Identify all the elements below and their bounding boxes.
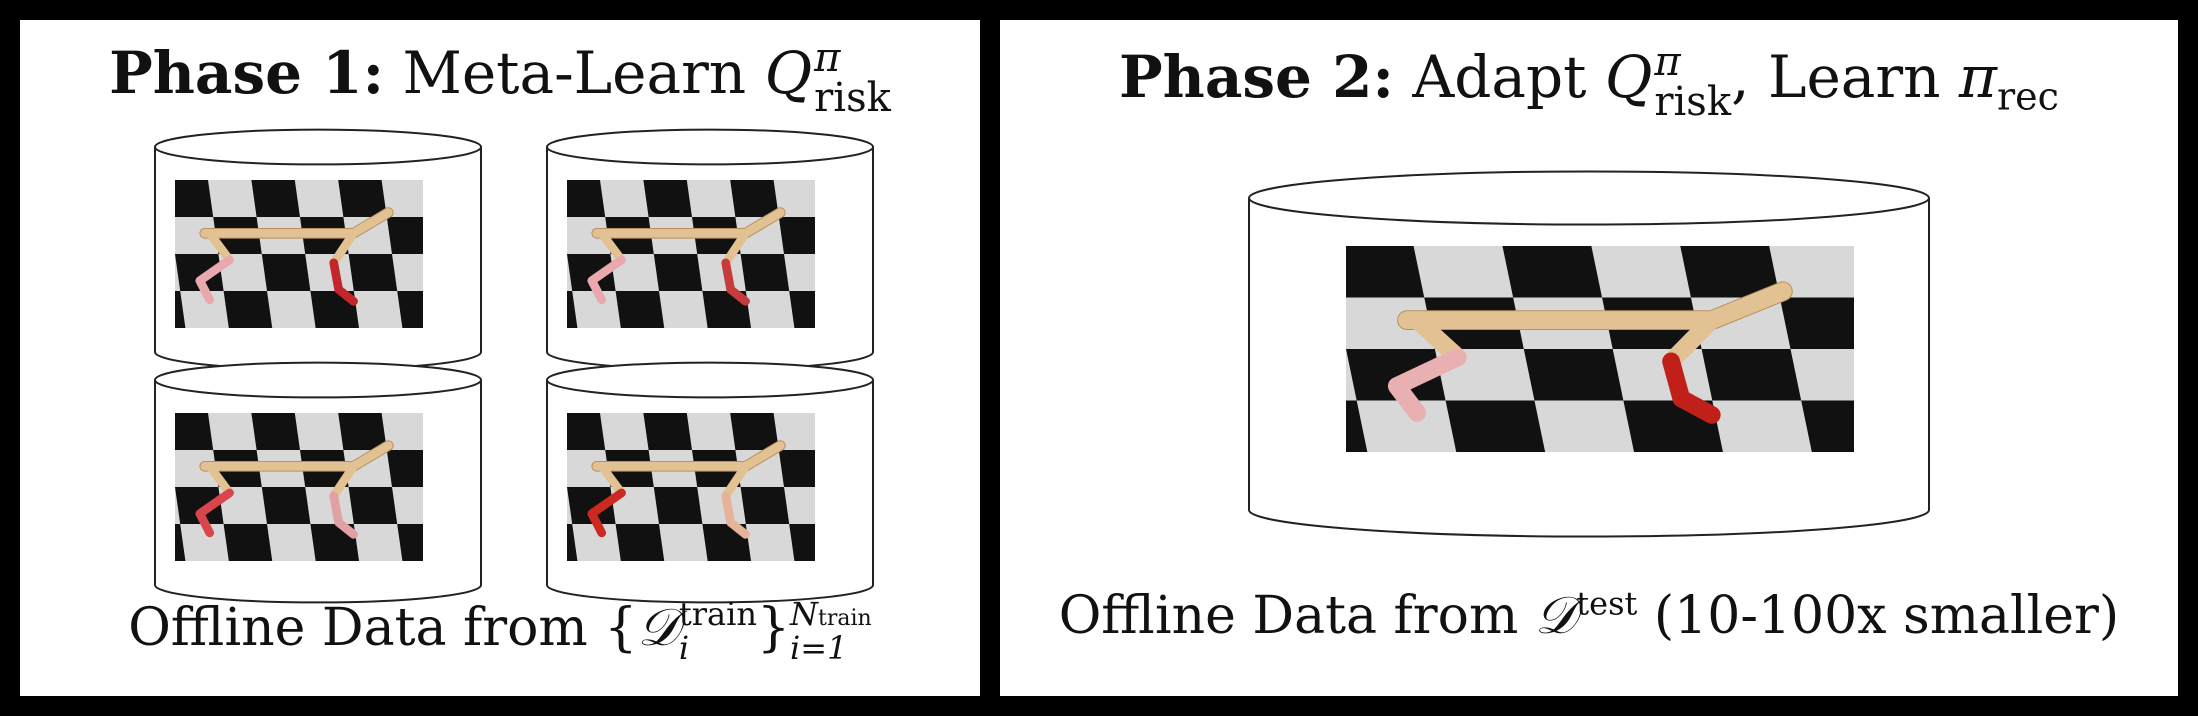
phase1-scene-4	[567, 413, 815, 561]
phase2-dataset-symbol: 𝒟	[1534, 586, 1577, 646]
phase1-cylinder-top-1	[154, 128, 482, 166]
phase1-q-symbol: Q	[764, 39, 813, 108]
phase1-scene-2	[567, 180, 815, 328]
phase2-caption-text: Offline Data from	[1058, 586, 1519, 646]
phase2-title-text: Adapt	[1412, 43, 1587, 112]
phase1-q-sup: π	[814, 35, 841, 81]
phase2-scene-1	[1346, 246, 1854, 452]
phase1-dataset-symbol: 𝒟	[637, 598, 679, 659]
phase2-pi-sub: rec	[1997, 74, 2059, 119]
phase2-title-sep: , Learn	[1731, 43, 1941, 112]
phase1-dataset-4	[546, 361, 874, 604]
phase1-dataset-1	[154, 128, 482, 371]
phase1-dataset-sup: train	[678, 595, 757, 633]
phase1-n-symbol: N	[790, 595, 819, 633]
phase1-cylinder-top-2	[546, 128, 874, 166]
phase2-label: Phase 2:	[1119, 43, 1394, 112]
phase1-dataset-3	[154, 361, 482, 604]
phase1-dataset-sub: i	[678, 628, 690, 667]
phase1-datasets	[154, 128, 874, 604]
phase2-pi-symbol: π	[1958, 43, 1998, 112]
phase2-dataset-1	[1248, 170, 1930, 538]
phase1-index-range: i=1	[790, 628, 848, 667]
phase2-caption: Offline Data from 𝒟test (10-100x smaller…	[1000, 586, 2178, 647]
phase2-dataset-sup: test	[1576, 584, 1638, 623]
phase1-brace-close: }	[756, 598, 791, 659]
phase1-cylinder-top-3	[154, 361, 482, 399]
phase2-q-symbol: Q	[1604, 43, 1653, 112]
phase2-cylinder-top-1	[1248, 170, 1930, 226]
phase2-caption-suffix: (10-100x smaller)	[1653, 586, 2120, 646]
phase1-title-text: Meta-Learn	[402, 39, 747, 108]
phase1-cylinder-top-4	[546, 361, 874, 399]
phase1-scene-3	[175, 413, 423, 561]
phase1-scene-1	[175, 180, 423, 328]
phase1-caption-text: Offline Data from	[128, 598, 588, 659]
phase1-label: Phase 1:	[109, 39, 385, 108]
phase2-q-sub: risk	[1654, 79, 1732, 125]
phase2-dataset	[1248, 170, 1930, 538]
phase1-brace-open: {	[604, 598, 638, 659]
phase1-q-sub: risk	[814, 75, 891, 121]
phase2-q-sup: π	[1654, 39, 1681, 85]
phase1-dataset-2	[546, 128, 874, 371]
phase1-n-sub: train	[818, 606, 872, 631]
